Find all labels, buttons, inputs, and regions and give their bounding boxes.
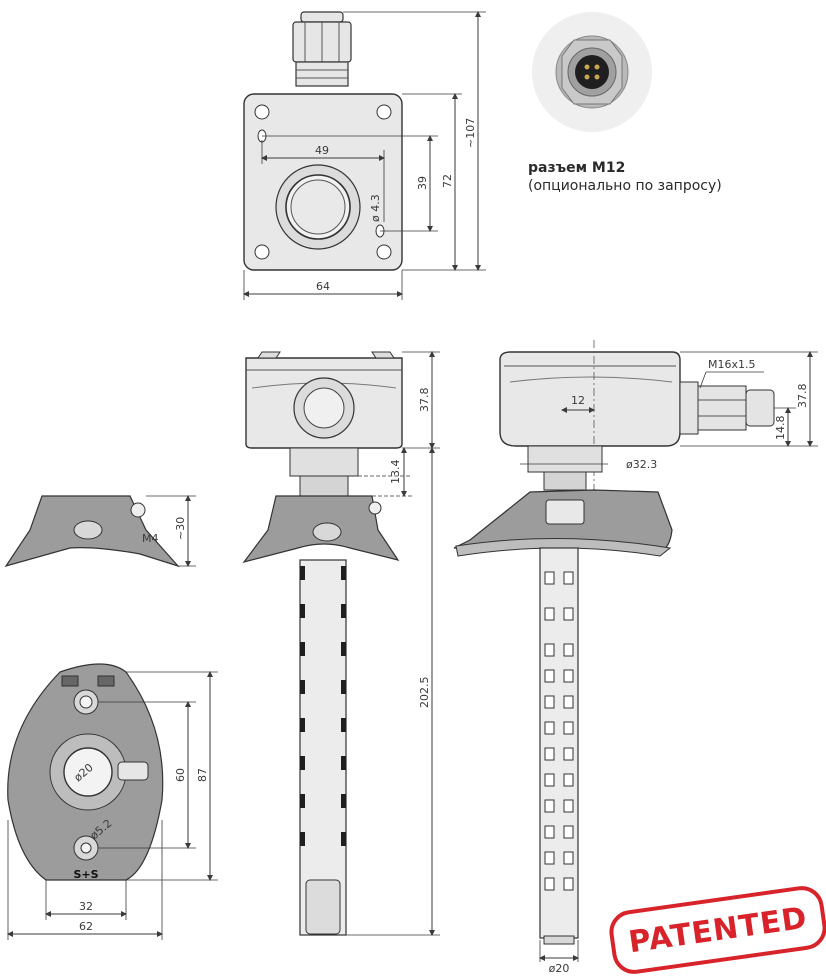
dim-side-12: 12 bbox=[571, 394, 585, 407]
dim-49: 49 bbox=[315, 144, 329, 157]
flange-logo: S+S bbox=[73, 868, 98, 881]
side-view: 37.8 14.8 M16x1.5 12 ø32.3 ø20 bbox=[453, 340, 818, 975]
dim-flange-32: 32 bbox=[79, 900, 93, 913]
top-view: 49 ø 4.3 39 72 ~107 64 bbox=[243, 11, 486, 300]
dim-side-14-8: 14.8 bbox=[774, 416, 787, 441]
front-view: 37.8 13.4 202.5 bbox=[242, 351, 440, 936]
dim-side-m16: M16x1.5 bbox=[708, 358, 756, 371]
dim-front-37-8: 37.8 bbox=[418, 388, 431, 413]
dim-flange-87: 87 bbox=[196, 768, 209, 782]
dim-flange-m4: M4 bbox=[142, 532, 159, 545]
m12-subtitle: (опционально по запросу) bbox=[528, 178, 722, 194]
dim-side-32-3: ø32.3 bbox=[626, 458, 657, 471]
dim-flange-62: 62 bbox=[79, 920, 93, 933]
dim-side-20: ø20 bbox=[549, 962, 570, 975]
dim-64: 64 bbox=[316, 280, 330, 293]
flange-side-view: M4 ~30 bbox=[4, 495, 196, 568]
dim-hole-dia: ø 4.3 bbox=[369, 194, 382, 222]
dim-front-202-5: 202.5 bbox=[418, 677, 431, 709]
dim-39: 39 bbox=[416, 176, 429, 190]
cable-gland-top bbox=[292, 11, 352, 87]
dim-72: 72 bbox=[441, 174, 454, 188]
flange-top-view: S+S ø20 ø5.2 60 87 32 62 bbox=[7, 663, 218, 940]
m12-caption: разъем М12 (опционально по запросу) bbox=[528, 160, 818, 194]
dim-front-13-4: 13.4 bbox=[389, 460, 402, 485]
dim-side-37-8: 37.8 bbox=[796, 384, 809, 409]
dim-flange-30: ~30 bbox=[174, 517, 187, 540]
dim-107: ~107 bbox=[464, 118, 477, 148]
m12-connector-photo bbox=[532, 12, 652, 132]
dim-flange-60: 60 bbox=[174, 768, 187, 782]
patented-stamp-text: PATENTED bbox=[626, 900, 810, 960]
m12-title: разъем М12 bbox=[528, 160, 626, 176]
